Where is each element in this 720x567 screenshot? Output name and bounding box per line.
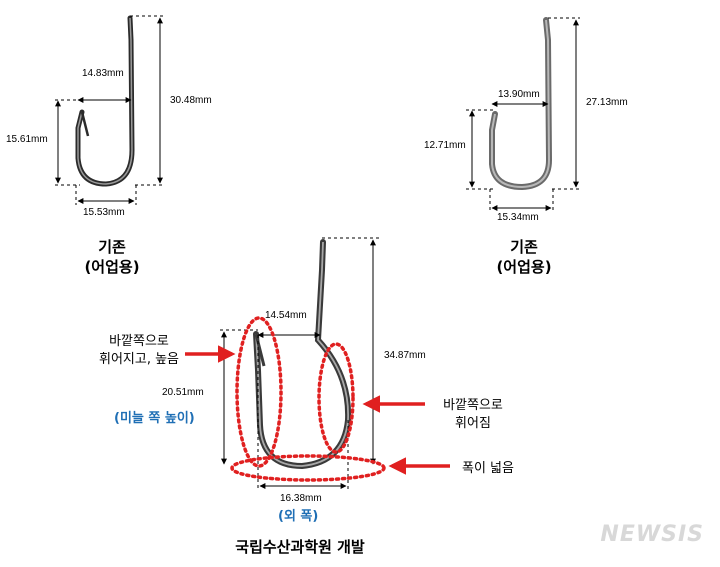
hook-1-barb-height: 15.61mm [6, 134, 48, 145]
hook-2-barb-height: 12.71mm [424, 140, 466, 151]
hook-1-caption-line2: (어업용) [84, 257, 140, 276]
hook-1-height: 30.48mm [170, 95, 212, 106]
hook-1-caption-line1: 기존 [98, 238, 126, 256]
annotation-left-line2: 휘어지고, 높음 [98, 351, 180, 367]
hook-2-height: 27.13mm [586, 97, 628, 108]
hook-2-width-top: 13.90mm [498, 89, 540, 100]
annotation-barb: (미늘 쪽 높이) [114, 411, 195, 426]
hook-2 [466, 17, 580, 212]
annotation-left-line1: 바깥쪽으로 [109, 334, 169, 349]
hook-2-caption: 기존 (어업용) [484, 238, 564, 277]
hook-3-barb [254, 333, 266, 367]
annotation-bottom: 폭이 넓음 [462, 461, 514, 476]
hook-1-sheen [77, 17, 133, 185]
watermark: NEWSIS [600, 522, 704, 547]
hook-2-caption-line2: (어업용) [496, 257, 552, 276]
hook-2-sheen [491, 19, 551, 189]
hook-3-body [253, 239, 352, 470]
annotation-right-line1: 바깥쪽으로 [443, 398, 503, 413]
hook-1-caption: 기존 (어업용) [72, 238, 152, 277]
hook-1-barb [80, 111, 90, 137]
annotation-left: 바깥쪽으로 휘어지고, 높음 [84, 333, 194, 368]
hook-1-width-top: 14.83mm [82, 68, 124, 79]
highlight-left [235, 316, 283, 468]
hook-3-height: 34.87mm [384, 350, 426, 361]
hook-2-bottom-width: 15.34mm [497, 212, 539, 223]
annotation-right: 바깥쪽으로 휘어짐 [428, 397, 518, 432]
highlight-right [317, 342, 355, 454]
hook-3-barb-height: 20.51mm [162, 387, 204, 398]
hook-3-caption: 국립수산과학원 개발 [235, 538, 365, 556]
hook-3 [185, 237, 450, 490]
highlight-bottom [230, 454, 386, 482]
hook-1-bottom-width: 15.53mm [83, 207, 125, 218]
hook-2-caption-line1: 기존 [510, 238, 538, 256]
annotation-right-line2: 휘어짐 [455, 415, 491, 431]
hook-1-body [75, 15, 135, 187]
hook-1 [55, 15, 165, 205]
hook-3-bottom-width: 16.38mm [280, 493, 322, 504]
hook-3-width-top: 14.54mm [265, 310, 307, 321]
annotation-outer: (외 폭) [278, 509, 319, 524]
hook-3-sheen [255, 241, 349, 467]
